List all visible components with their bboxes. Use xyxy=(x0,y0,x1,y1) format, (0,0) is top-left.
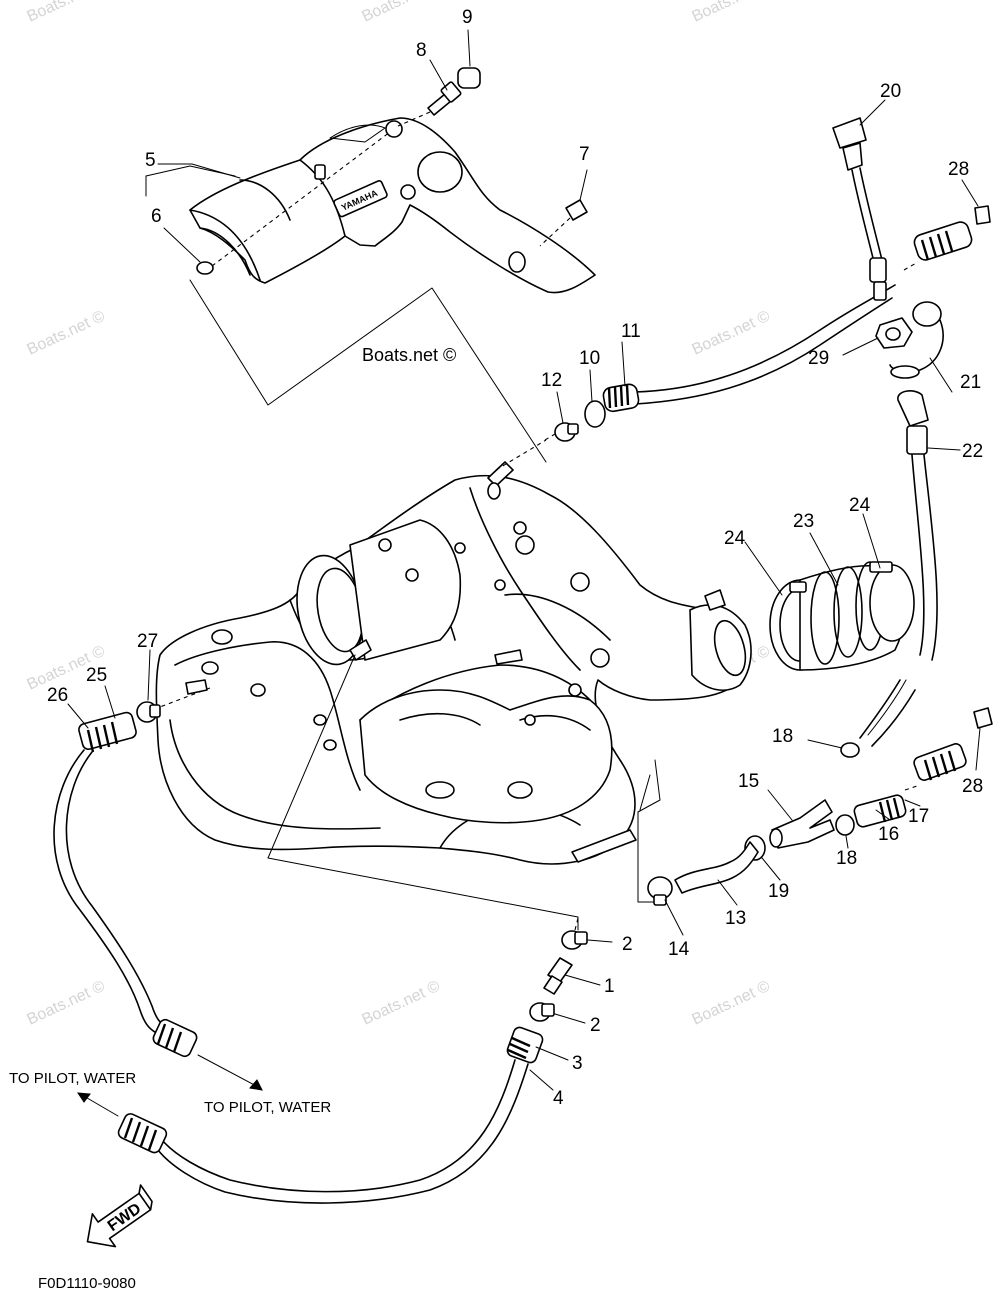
watermark-text: Boats.net © xyxy=(25,978,108,1029)
callout-23: 23 xyxy=(793,511,814,532)
hose-11-ribs xyxy=(607,384,630,409)
watermark-text: Boats.net © xyxy=(690,308,773,359)
callout-4: 4 xyxy=(553,1088,564,1109)
callout-leaders xyxy=(67,29,981,1091)
left-hose xyxy=(53,701,263,1091)
clip-7 xyxy=(539,199,588,247)
callout-9: 9 xyxy=(462,7,473,28)
callout-12: 12 xyxy=(541,370,562,391)
callout-15: 15 xyxy=(738,771,759,792)
o-ring-6 xyxy=(196,261,214,275)
callout-1: 1 xyxy=(604,976,615,997)
callout-28-upper: 28 xyxy=(948,159,969,180)
callout-18-lower: 18 xyxy=(836,848,857,869)
callout-13: 13 xyxy=(725,908,746,929)
watermark-text: Boats.net © xyxy=(360,978,443,1029)
hose-26-ribs xyxy=(86,721,119,753)
callout-24-right: 24 xyxy=(849,495,871,516)
boats-net-stamp: Boats.net © xyxy=(362,345,456,365)
callout-2-upper: 2 xyxy=(622,934,633,955)
callout-22: 22 xyxy=(962,441,983,462)
watermark-text: Boats.net © xyxy=(360,0,443,26)
watermark-text: Boats.net © xyxy=(690,978,773,1029)
hose-28-lower-ribs xyxy=(923,750,957,781)
callout-21: 21 xyxy=(960,372,981,393)
callout-27: 27 xyxy=(137,631,158,652)
fwd-arrow-icon: FWD xyxy=(86,1184,153,1248)
lower-right-ribs xyxy=(123,1117,158,1151)
callout-10: 10 xyxy=(579,348,600,369)
callout-17: 17 xyxy=(908,806,929,827)
callout-29: 29 xyxy=(808,348,829,369)
hose-28-ribs xyxy=(920,230,954,261)
bolt-and-cap xyxy=(397,67,481,127)
exhaust-cover: YAMAHA xyxy=(189,117,596,294)
callout-28-lower: 28 xyxy=(962,776,983,797)
callout-5: 5 xyxy=(145,150,156,171)
callout-8: 8 xyxy=(416,40,427,61)
callout-26: 26 xyxy=(47,685,68,706)
bottom-fittings xyxy=(77,917,588,1204)
lower-left-ribs xyxy=(156,1023,183,1053)
exhaust-manifold xyxy=(155,461,752,865)
callout-16: 16 xyxy=(878,824,899,845)
callout-19: 19 xyxy=(768,881,789,902)
callout-2-lower: 2 xyxy=(590,1015,601,1036)
watermark-text: Boats.net © xyxy=(690,0,773,26)
callout-18-upper: 18 xyxy=(772,726,793,747)
watermark-text: Boats.net © xyxy=(25,308,108,359)
rubber-coupling xyxy=(769,561,915,671)
hose-17-ribs xyxy=(878,797,901,823)
diagram-code: F0D1110-9080 xyxy=(38,1275,136,1292)
callout-3: 3 xyxy=(572,1053,583,1074)
callout-11: 11 xyxy=(621,321,641,342)
watermark-text: Boats.net © xyxy=(25,0,108,26)
hose-3-ribs xyxy=(507,1036,531,1060)
note-to-pilot-water-right: TO PILOT, WATER xyxy=(204,1099,331,1116)
callout-6: 6 xyxy=(151,206,162,227)
callout-7: 7 xyxy=(579,144,590,165)
right-hoses xyxy=(647,707,993,906)
callout-25: 25 xyxy=(86,665,107,686)
callout-24-left: 24 xyxy=(724,528,746,549)
assembly-frame-lines xyxy=(145,165,547,463)
callout-14: 14 xyxy=(668,939,690,960)
callout-numbers: 1 2 2 3 4 5 6 7 8 9 10 11 12 13 14 15 16… xyxy=(47,7,983,1109)
upper-hoses xyxy=(554,117,991,747)
callout-20: 20 xyxy=(880,81,901,102)
note-to-pilot-water-left: TO PILOT, WATER xyxy=(9,1070,136,1087)
